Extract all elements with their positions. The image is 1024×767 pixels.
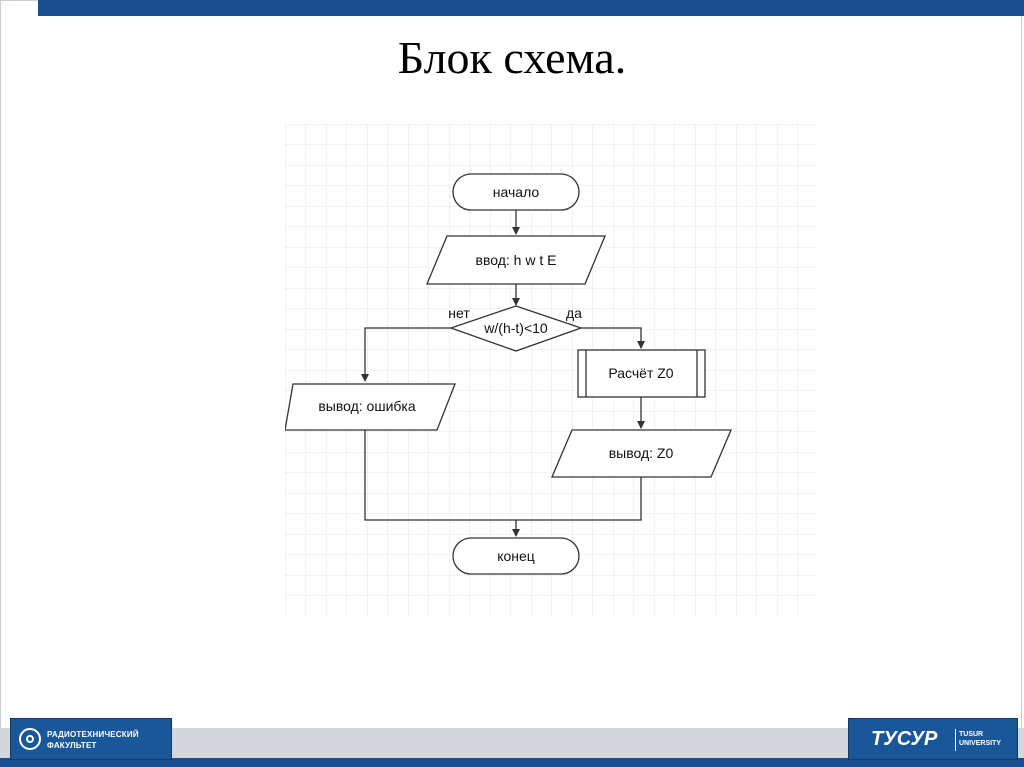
output-result-label: вывод: Z0 — [609, 445, 674, 461]
footer-blue-bar — [0, 758, 1024, 767]
end-label: конец — [497, 548, 535, 564]
connector-yes-branch — [581, 327, 645, 349]
decision-label: w/(h-t)<10 — [483, 320, 548, 336]
branch-no-label: нет — [448, 305, 470, 321]
connector-result-merge — [516, 477, 642, 521]
end-terminator: конец — [452, 537, 580, 575]
university-logo-sub2: UNIVERSITY — [959, 740, 1002, 747]
faculty-logo-line2: ФАКУЛЬТЕТ — [47, 741, 97, 750]
university-logo-separator — [955, 729, 956, 751]
start-label: начало — [493, 184, 540, 200]
output-result-block: вывод: Z0 — [551, 429, 732, 478]
input-label: ввод: h w t E — [476, 252, 557, 268]
input-block: ввод: h w t E — [426, 235, 606, 285]
faculty-logo-line1: РАДИОТЕХНИЧЕСКИЙ — [47, 730, 139, 739]
faculty-emblem-icon — [19, 728, 41, 750]
slide-title: Блок схема. — [397, 32, 627, 83]
connector-no-branch — [361, 327, 451, 382]
output-error-block: вывод: ошибка — [285, 383, 456, 431]
university-logo: ТУСУР TUSUR UNIVERSITY — [848, 718, 1018, 760]
output-error-label: вывод: ошибка — [318, 398, 415, 414]
calc-label: Расчёт Z0 — [608, 365, 673, 381]
connector-error-merge — [364, 430, 516, 521]
faculty-logo: РАДИОТЕХНИЧЕСКИЙ ФАКУЛЬТЕТ — [10, 718, 172, 760]
start-terminator: начало — [452, 173, 580, 211]
flowchart-canvas: начало ввод: h w t E w/(h-t)<10 нет да Р… — [285, 124, 818, 616]
flowchart-diagram: начало ввод: h w t E w/(h-t)<10 нет да Р… — [285, 124, 818, 616]
calc-block: Расчёт Z0 — [577, 349, 706, 398]
university-logo-mark: ТУСУР — [871, 728, 938, 750]
branch-yes-label: да — [566, 305, 582, 321]
university-logo-sub1: TUSUR — [959, 731, 984, 738]
top-accent-bar — [38, 0, 1024, 16]
decision-block: w/(h-t)<10 — [449, 305, 583, 352]
